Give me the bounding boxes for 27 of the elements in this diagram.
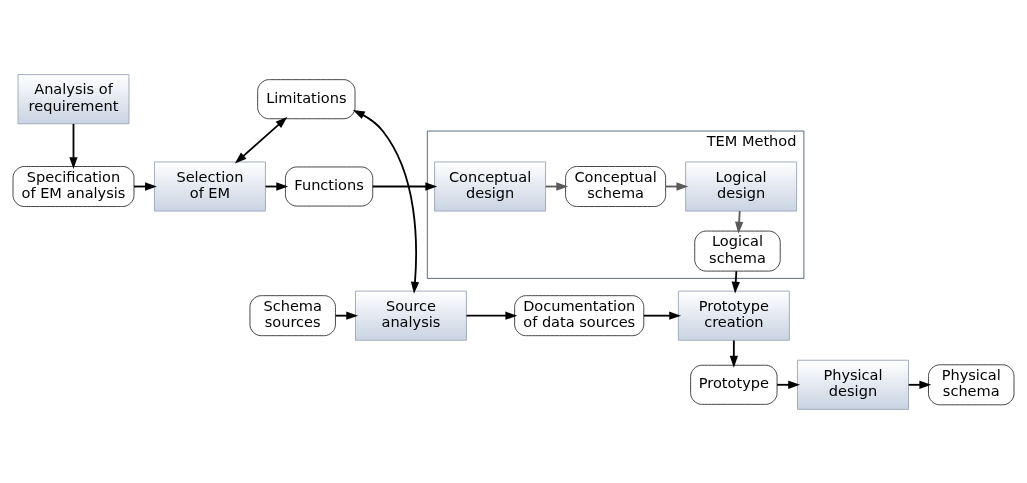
- node-box: Physical schema: [928, 363, 1015, 405]
- node-box: Conceptual schema: [565, 165, 667, 207]
- arrow: [465, 311, 518, 320]
- arrow: [352, 109, 420, 294]
- arrow: [334, 311, 359, 320]
- arrow: [371, 181, 438, 191]
- node-box: Logical design: [685, 161, 798, 212]
- node-box: Limitations: [257, 78, 356, 119]
- node-box: Selection of EM: [154, 161, 266, 212]
- node-box: Analysis of requirement: [17, 73, 130, 124]
- node-box: Source analysis: [355, 290, 467, 341]
- node-box: Specification of EM analysis: [12, 165, 135, 207]
- node-box: Prototype: [690, 364, 778, 405]
- arrow: [907, 380, 932, 389]
- node-box: Schema sources: [249, 294, 336, 336]
- node-box: Documentation of data sources: [514, 294, 645, 336]
- node-box: Logical schema: [694, 230, 781, 272]
- arrow: [731, 269, 740, 294]
- arrow: [642, 311, 682, 320]
- node-box: Functions: [284, 166, 374, 207]
- node-box: Conceptual design: [434, 161, 546, 212]
- node-box: Prototype creation: [677, 290, 790, 341]
- arrow: [729, 339, 738, 368]
- node-box: Physical design: [797, 359, 909, 410]
- arrow: [69, 122, 78, 169]
- arrow: [234, 116, 288, 163]
- arrow: [776, 380, 801, 389]
